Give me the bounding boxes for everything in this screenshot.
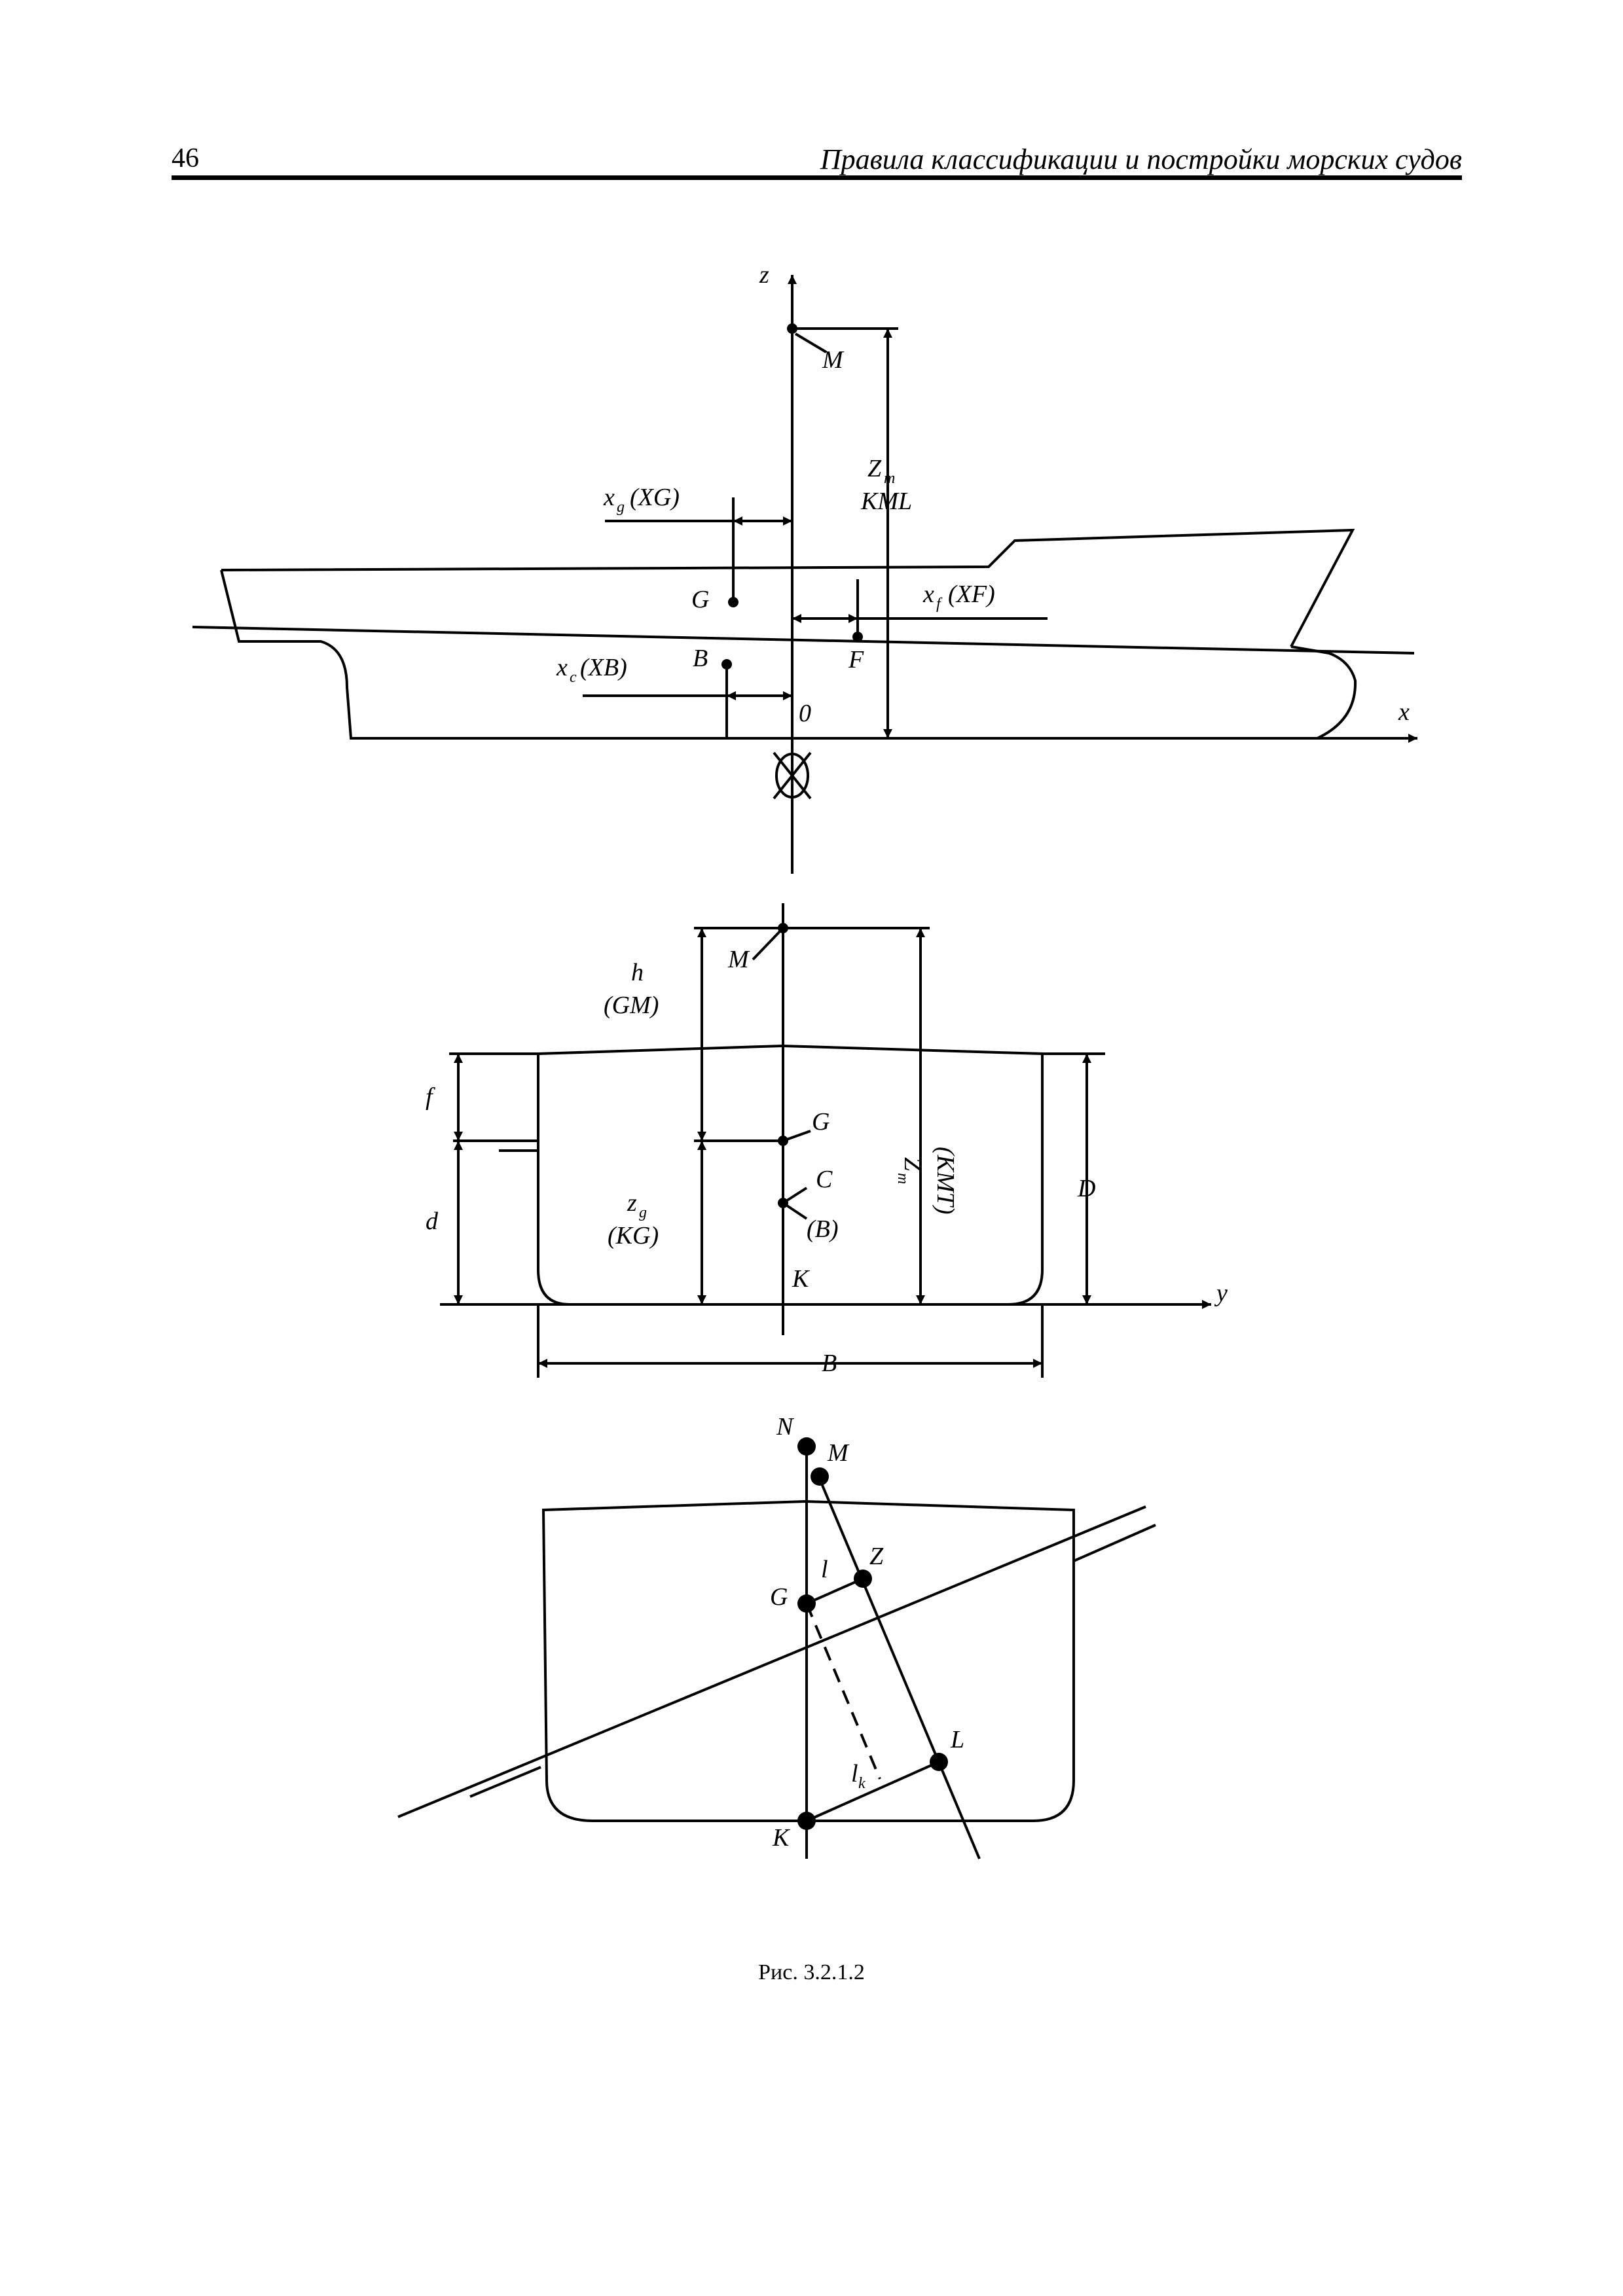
profile-point-G [728, 597, 739, 607]
heel-label-lk-sub: k [858, 1775, 866, 1792]
heel-label-G: G [770, 1583, 788, 1611]
profile-hull-outline [220, 528, 1357, 740]
heel-point-L [930, 1753, 948, 1771]
section-label-C: C [816, 1166, 833, 1193]
section-label-zg: z [627, 1189, 637, 1217]
profile-label-x: x [1398, 698, 1410, 726]
profile-waterline [192, 626, 1415, 655]
profile-label-xg-sub: g [617, 499, 625, 516]
heel-label-L: L [950, 1726, 964, 1753]
section-view [440, 903, 1211, 1378]
heel-point-G [797, 1594, 816, 1613]
section-label-Zm: Z [899, 1157, 926, 1172]
section-label-K: K [792, 1265, 810, 1293]
profile-point-B [721, 659, 732, 670]
profile-point-F [852, 632, 863, 642]
section-hull-outline [537, 1044, 1044, 1306]
section-label-KMT: (KMT) [932, 1147, 959, 1214]
profile-label-G: G [691, 586, 709, 613]
profile-label-M: M [822, 346, 845, 374]
running-header-title: Правила классификации и постройки морски… [820, 143, 1462, 175]
profile-label-z: z [759, 261, 769, 289]
figure-caption: Рис. 3.2.1.2 [758, 1960, 865, 1984]
section-point-C [778, 1198, 788, 1208]
heel-point-K [797, 1812, 816, 1830]
heel-label-lk: l [851, 1760, 858, 1787]
profile-label-xc-sub: c [570, 669, 577, 686]
section-label-B-dim: B [822, 1350, 837, 1377]
heel-point-M [811, 1467, 829, 1486]
heel-point-N [797, 1437, 816, 1456]
heel-view [397, 1453, 1156, 1859]
section-label-G: G [812, 1108, 830, 1136]
profile-label-XF: (XF) [948, 581, 995, 608]
section-label-B: (B) [807, 1215, 839, 1243]
heel-label-K: K [772, 1824, 790, 1852]
heel-label-l: l [821, 1556, 828, 1583]
section-label-f: f [426, 1083, 435, 1111]
section-label-h: h [631, 959, 644, 986]
section-point-G [778, 1136, 788, 1146]
profile-label-origin: 0 [799, 700, 811, 727]
heel-point-Z [854, 1570, 872, 1588]
profile-label-xf: x [922, 581, 934, 608]
section-label-GM: (GM) [604, 992, 659, 1019]
heel-arm-l [806, 1577, 864, 1605]
heel-hull-outline [541, 1499, 1075, 1822]
page-number: 46 [172, 143, 199, 173]
section-label-D: D [1077, 1175, 1095, 1202]
heel-dashed-projection [805, 1603, 881, 1780]
heel-inclined-line [817, 1475, 981, 1859]
profile-label-Zm-sub: m [884, 470, 895, 487]
midship-symbol [775, 753, 809, 798]
section-label-zg-sub: g [639, 1204, 647, 1221]
section-label-d: d [426, 1208, 439, 1235]
profile-label-B: B [693, 645, 708, 672]
profile-label-F: F [848, 646, 864, 673]
profile-label-Zm: Z [867, 455, 882, 482]
heel-label-M: M [827, 1439, 850, 1467]
heel-arm-lk [806, 1761, 939, 1822]
heel-label-Z: Z [869, 1543, 884, 1570]
header-rule [172, 175, 1462, 180]
section-label-M: M [727, 946, 750, 973]
heel-label-N: N [776, 1413, 795, 1441]
profile-view [192, 275, 1417, 874]
section-label-KG: (KG) [608, 1222, 659, 1249]
profile-label-XG: (XG) [630, 484, 680, 511]
section-point-M [778, 923, 788, 933]
section-label-Zm-sub: m [894, 1173, 911, 1184]
profile-label-KML: KML [860, 488, 912, 515]
section-label-y: y [1214, 1280, 1228, 1307]
profile-label-xc: x [556, 654, 568, 681]
profile-label-xg: x [603, 484, 615, 511]
profile-point-M [787, 323, 797, 334]
profile-label-xf-sub: f [936, 596, 943, 613]
heel-waterline [397, 1505, 1146, 1818]
profile-label-XB: (XB) [580, 654, 627, 681]
